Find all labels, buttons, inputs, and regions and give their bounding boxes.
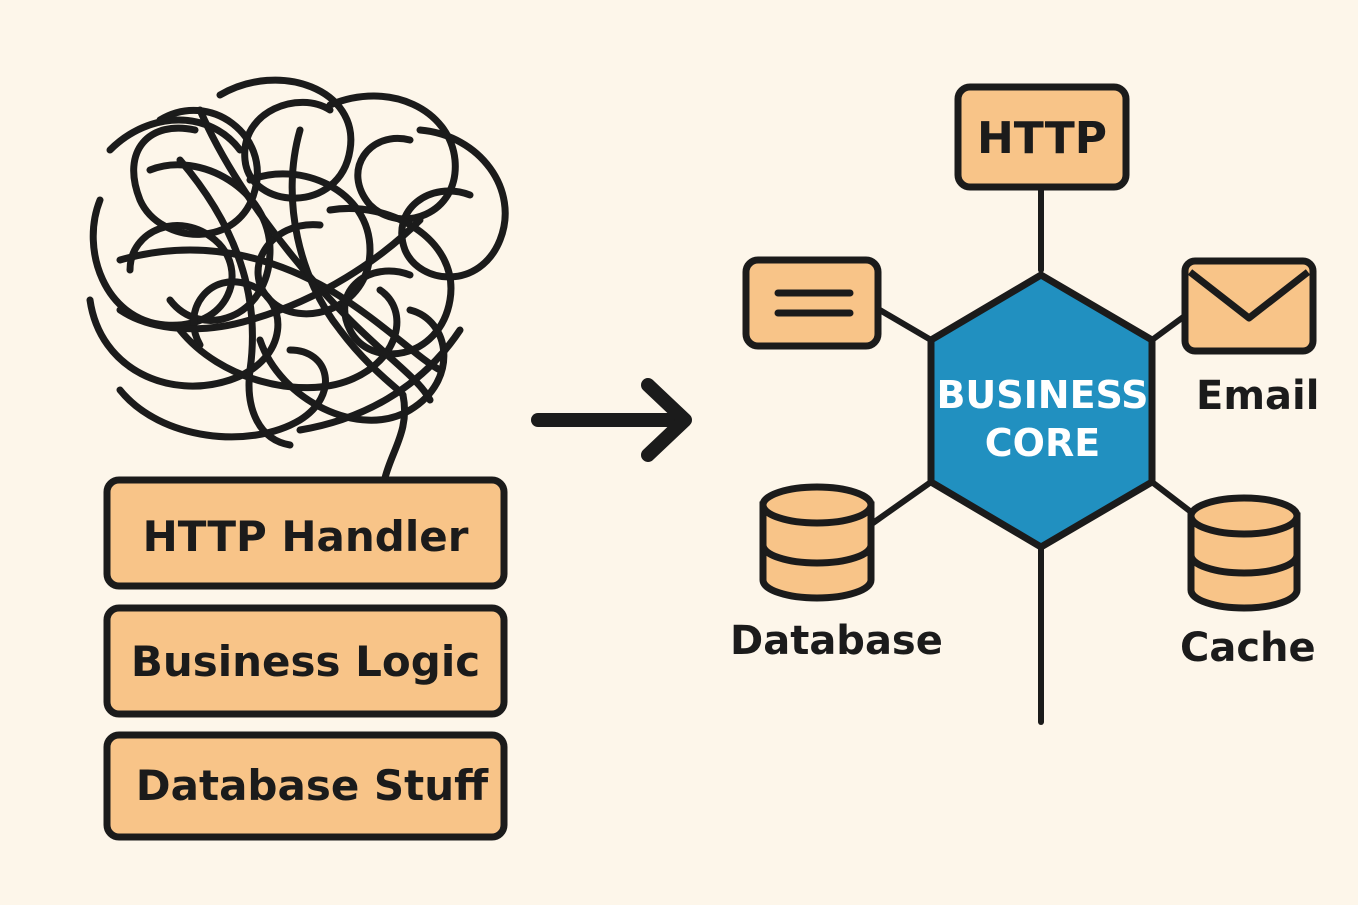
http-adapter-label: HTTP — [976, 113, 1108, 164]
right-arrow-icon — [531, 378, 692, 462]
business-core-hexagon — [927, 271, 1156, 551]
cache-label: Cache — [1180, 625, 1316, 671]
envelope-icon — [1181, 257, 1317, 355]
tangled-spaghetti-icon — [86, 76, 509, 482]
layer-http-handler: HTTP Handler — [107, 516, 504, 566]
database-label: Database — [730, 618, 943, 664]
layer-boxes — [103, 476, 508, 841]
layer-label: Database Stuff — [135, 761, 489, 810]
http-adapter-box — [954, 83, 1130, 191]
core-line-1: BUSINESS — [936, 373, 1149, 417]
connector-lines — [870, 185, 1198, 725]
email-label: Email — [1196, 373, 1320, 419]
layer-label: HTTP Handler — [142, 512, 469, 561]
cache-cylinder-icon — [1187, 494, 1301, 612]
layer-label: Business Logic — [130, 637, 481, 686]
layer-business-logic: Business Logic — [107, 641, 504, 691]
core-line-2: CORE — [984, 420, 1101, 465]
layer-database-stuff: Database Stuff — [107, 765, 517, 815]
database-cylinder-icon — [759, 483, 875, 602]
business-core-label: BUSINESS CORE — [930, 372, 1155, 467]
menu-lines-icon — [742, 256, 882, 350]
